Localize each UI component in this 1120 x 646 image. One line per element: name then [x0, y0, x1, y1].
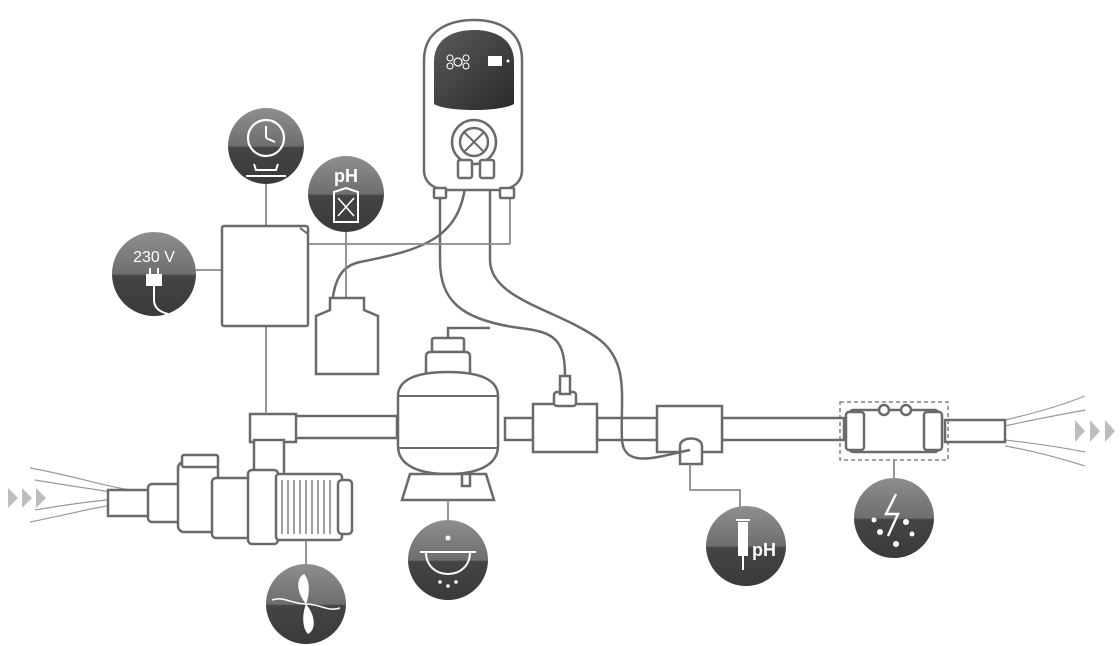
timer-box	[220, 224, 310, 328]
wiring	[196, 184, 895, 568]
ph-canister-label: pH	[334, 166, 358, 186]
ph-probe-label: pH	[752, 540, 776, 560]
electrolysis-cell-icon	[854, 478, 934, 558]
pump	[106, 453, 354, 546]
inlet-flow	[8, 467, 131, 523]
pump-propeller-icon	[266, 564, 346, 644]
timer-clock-icon	[228, 108, 304, 184]
main-pipe	[248, 412, 1007, 482]
ph-canister-icon: pH	[308, 156, 384, 232]
dosing-controller	[422, 18, 524, 200]
voltage-label: 230 V	[133, 249, 175, 266]
outlet-flow	[1004, 395, 1115, 467]
power-plug-icon: 230 V	[112, 232, 196, 316]
chemical-tank	[314, 296, 380, 376]
probe-holder	[655, 404, 724, 466]
ph-probe-syringe-icon: pH	[706, 506, 786, 586]
salt-cell	[839, 401, 949, 461]
filter-strainer-icon	[408, 520, 488, 600]
injection-tee	[531, 374, 599, 454]
sand-filter	[396, 326, 500, 502]
